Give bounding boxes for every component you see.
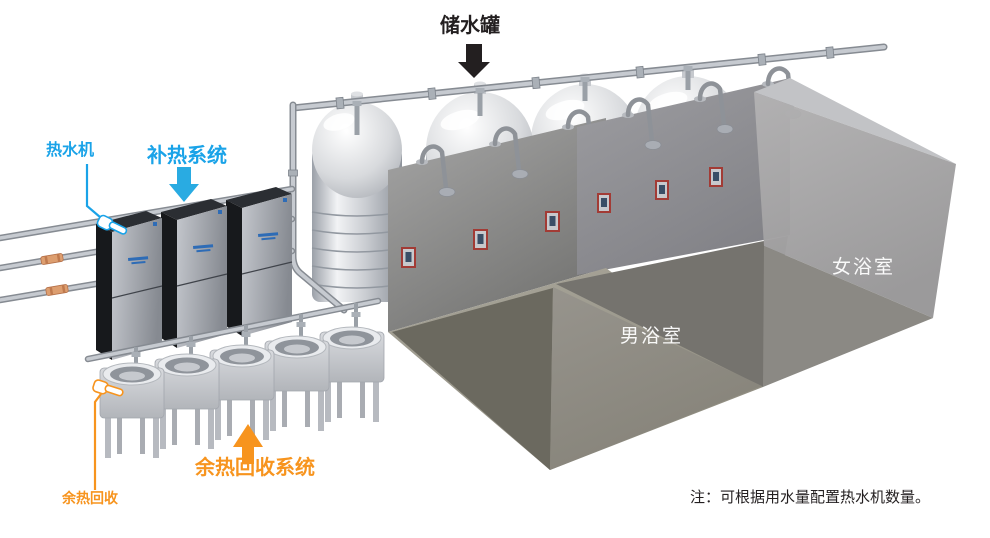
recovery-unit-4	[264, 335, 330, 431]
tank-inlet-stubs	[352, 66, 693, 135]
heat-recovery-system-label: 余热回收系统	[195, 455, 315, 479]
supply-pipe-network	[288, 43, 888, 314]
recovery-pipe	[84, 297, 382, 368]
recovery-unit-5	[319, 326, 385, 422]
shower-heads-mens	[416, 109, 602, 197]
recovery-unit-1	[99, 362, 165, 458]
pipe-flanges	[288, 46, 835, 177]
mens-front-wall	[550, 287, 762, 470]
storage-tank-1	[311, 91, 403, 302]
control-panels-womens	[597, 167, 723, 213]
recovery-unit-2	[154, 353, 220, 449]
note-text: 注：可根据用水量配置热水机数量。	[690, 488, 931, 506]
up-arrow-orange	[233, 424, 263, 464]
womens-top-edge	[754, 78, 956, 164]
heat-recovery-units	[99, 326, 385, 458]
womens-front-wall-shadow	[763, 246, 933, 387]
storage-tank-label: 储水罐	[440, 13, 500, 37]
water-heater-1	[96, 211, 163, 360]
pointer-hand-icon	[96, 214, 128, 235]
leader-line-cyan	[85, 164, 108, 224]
womens-outer-wall-shadow	[556, 236, 788, 387]
down-arrow-black	[458, 44, 490, 78]
down-arrow-blue	[169, 167, 199, 202]
womens-side-wall	[754, 92, 956, 318]
water-heater-label: 热水机	[46, 140, 95, 159]
mens-front-left-wall	[392, 288, 553, 470]
bathroom-structures	[388, 66, 956, 470]
womens-shower-wall	[577, 78, 790, 275]
water-heater-3	[226, 187, 293, 336]
heat-recovery-label: 余热回收	[62, 491, 118, 507]
copper-coupler	[45, 284, 69, 296]
control-panels-mens	[401, 211, 560, 268]
pointer-hand-icon	[92, 379, 124, 397]
brand-logo	[127, 256, 149, 265]
recovery-unit-3	[209, 344, 275, 440]
womens-bathroom-label: 女浴室	[832, 256, 896, 278]
supplementary-heating-label: 补热系统	[147, 143, 227, 167]
water-heater-2	[161, 199, 228, 348]
copper-coupler	[40, 253, 64, 265]
mens-bathroom-label: 男浴室	[620, 325, 684, 347]
leader-line-orange	[93, 393, 102, 490]
